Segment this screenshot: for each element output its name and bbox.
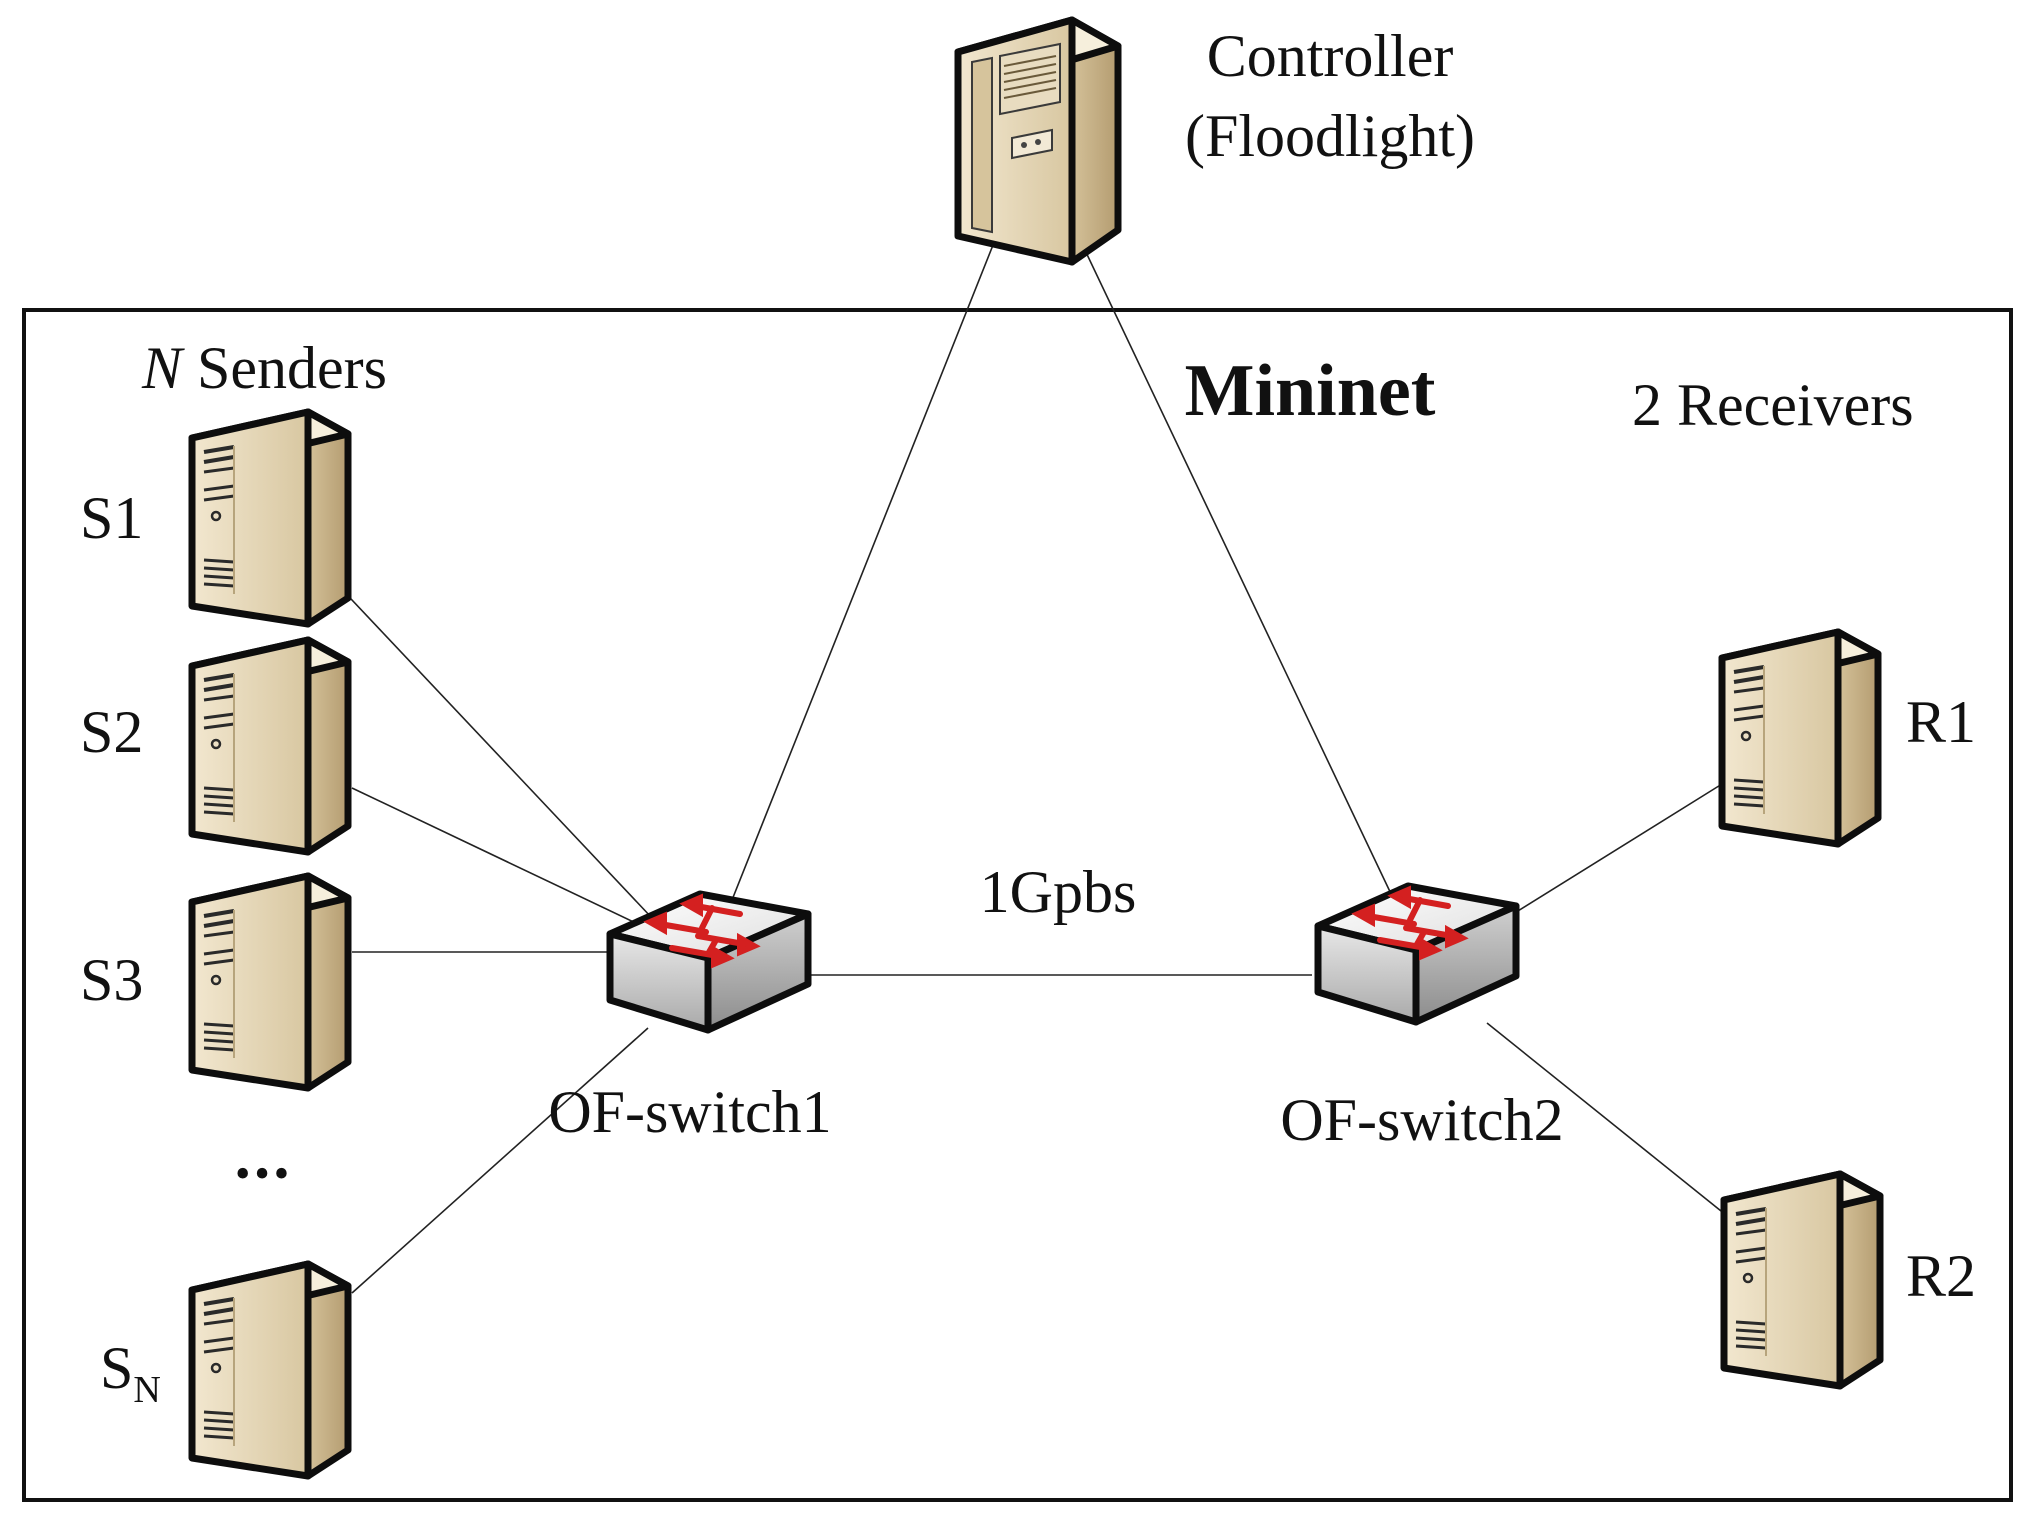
receiver-r1-label: R1 bbox=[1906, 689, 1976, 755]
sender-sn-subscript: N bbox=[133, 1369, 160, 1411]
sender-s1-label: S1 bbox=[80, 485, 143, 551]
of-switch1-label: OF-switch1 bbox=[548, 1079, 831, 1145]
senders-count-symbol: N bbox=[141, 335, 185, 401]
senders-ellipsis: ••• bbox=[235, 1149, 293, 1198]
link-controller-switch2 bbox=[1082, 245, 1394, 899]
server-tower-icon bbox=[192, 1264, 348, 1476]
sender-s2[interactable] bbox=[192, 640, 348, 852]
receivers-heading: 2 Receivers bbox=[1632, 372, 1914, 438]
server-tower-icon bbox=[192, 876, 348, 1088]
mininet-boundary bbox=[22, 308, 2013, 1502]
of-switch2[interactable] bbox=[1318, 886, 1516, 1022]
receiver-r2[interactable] bbox=[1724, 1174, 1880, 1386]
receiver-r2-label: R2 bbox=[1906, 1243, 1976, 1309]
sender-s2-label: S2 bbox=[80, 699, 143, 765]
link-sn-switch1 bbox=[351, 1027, 649, 1294]
sender-sn[interactable] bbox=[192, 1264, 348, 1476]
link-switch2-r2 bbox=[1486, 1022, 1727, 1216]
openflow-switch-icon bbox=[610, 894, 808, 1030]
sender-s1[interactable] bbox=[192, 412, 348, 624]
controller-sublabel: (Floodlight) bbox=[1185, 103, 1475, 169]
server-tower-icon bbox=[192, 412, 348, 624]
receiver-r1[interactable] bbox=[1722, 632, 1878, 844]
senders-heading: N Senders bbox=[141, 335, 387, 401]
server-cabinet-icon bbox=[958, 20, 1118, 262]
controller-node[interactable] bbox=[958, 20, 1118, 262]
controller-label: Controller bbox=[1207, 23, 1454, 89]
server-tower-icon bbox=[1724, 1174, 1880, 1386]
link-s2-switch1 bbox=[351, 787, 641, 926]
link-controller-switch1 bbox=[729, 224, 1002, 906]
of-switch1[interactable] bbox=[610, 894, 808, 1030]
of-switch2-label: OF-switch2 bbox=[1280, 1087, 1563, 1153]
sender-sn-letter: S bbox=[100, 1335, 133, 1401]
link-bandwidth-label: 1Gpbs bbox=[980, 859, 1137, 925]
link-s1-switch1 bbox=[334, 581, 653, 919]
sender-s3-label: S3 bbox=[80, 947, 143, 1013]
link-switch2-r1 bbox=[1496, 783, 1723, 925]
openflow-switch-icon bbox=[1318, 886, 1516, 1022]
server-tower-icon bbox=[192, 640, 348, 852]
sender-s3[interactable] bbox=[192, 876, 348, 1088]
server-tower-icon bbox=[1722, 632, 1878, 844]
mininet-title: Mininet bbox=[1185, 350, 1436, 432]
senders-heading-text: Senders bbox=[182, 335, 387, 401]
sender-sn-label: SN bbox=[100, 1335, 161, 1411]
links bbox=[334, 224, 1727, 1294]
